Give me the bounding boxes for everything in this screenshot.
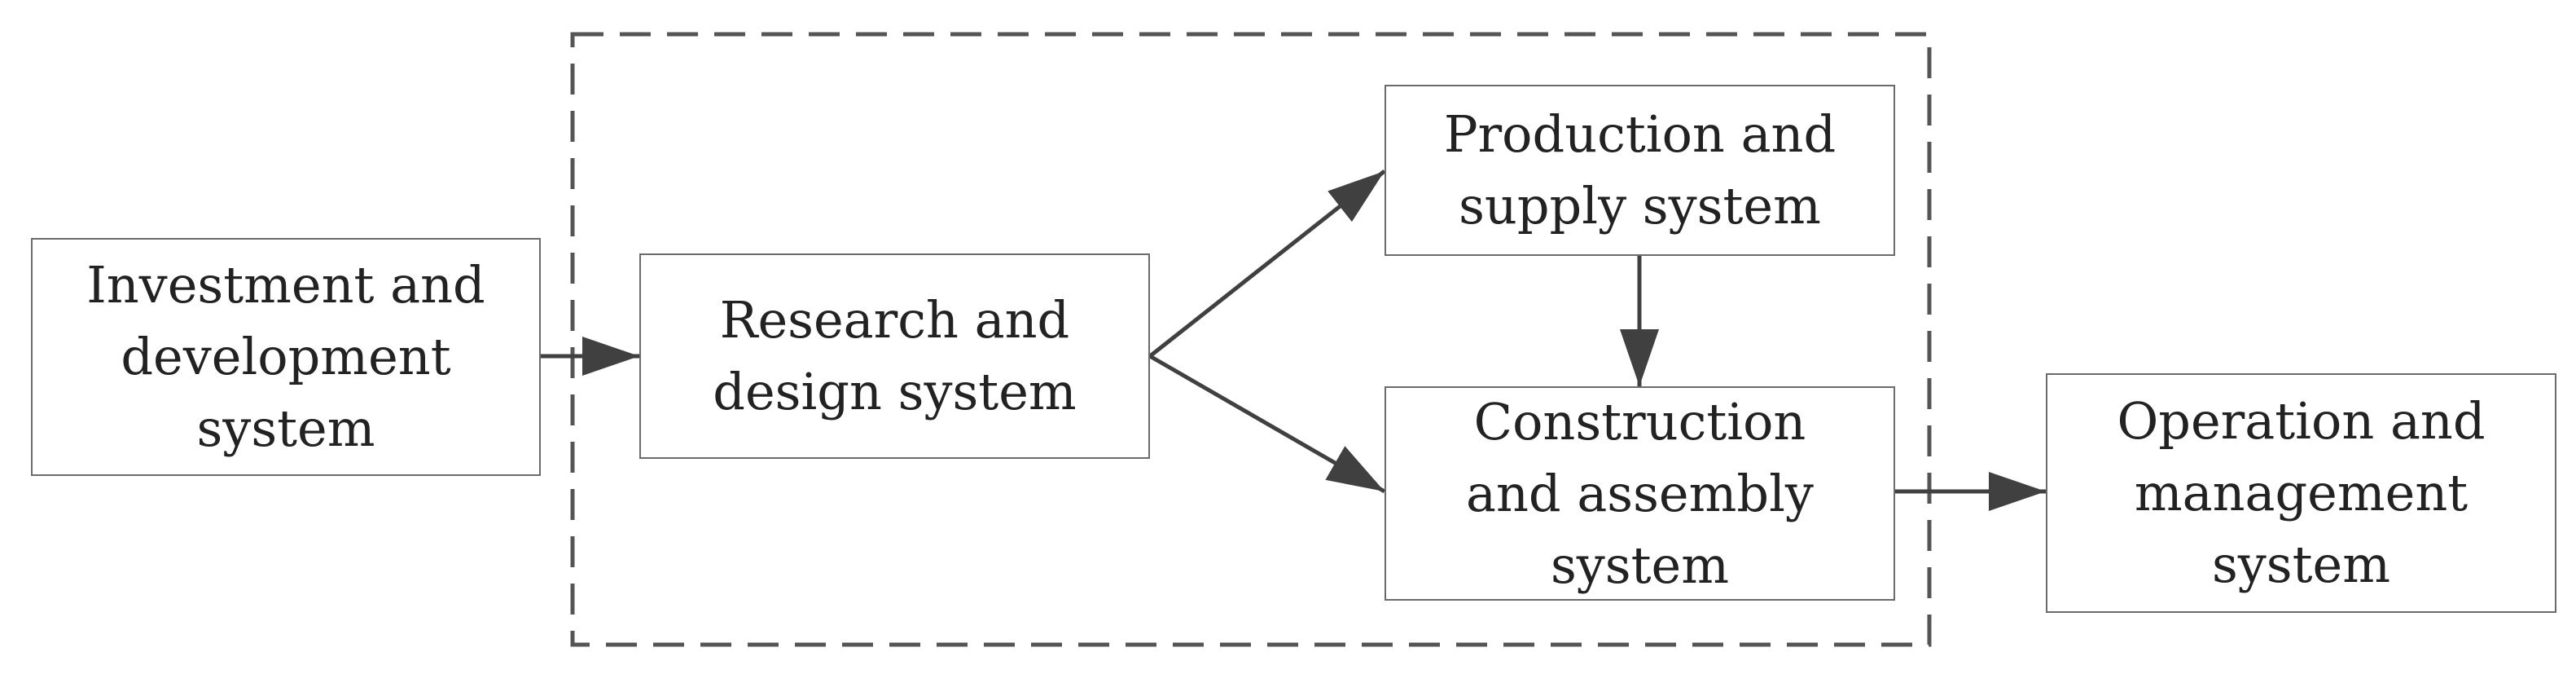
node-label: Construction and assembly system xyxy=(1466,391,1814,595)
node-label: Investment and development system xyxy=(86,255,485,458)
group-boundary-dashed-frame xyxy=(570,32,1932,647)
node-label: Research and design system xyxy=(713,290,1077,421)
node-production-and-supply-system: Production and supply system xyxy=(1385,85,1895,256)
node-label: Operation and management system xyxy=(2117,391,2486,594)
node-research-and-design-system: Research and design system xyxy=(639,253,1150,459)
node-construction-and-assembly-system: Construction and assembly system xyxy=(1385,386,1895,601)
node-operation-and-management-system: Operation and management system xyxy=(2046,373,2556,613)
arrow-research-to-production xyxy=(1148,170,1386,358)
arrow-research-to-construction xyxy=(1148,354,1386,494)
node-label: Production and supply system xyxy=(1443,104,1837,236)
node-investment-and-development-system: Investment and development system xyxy=(31,238,541,476)
